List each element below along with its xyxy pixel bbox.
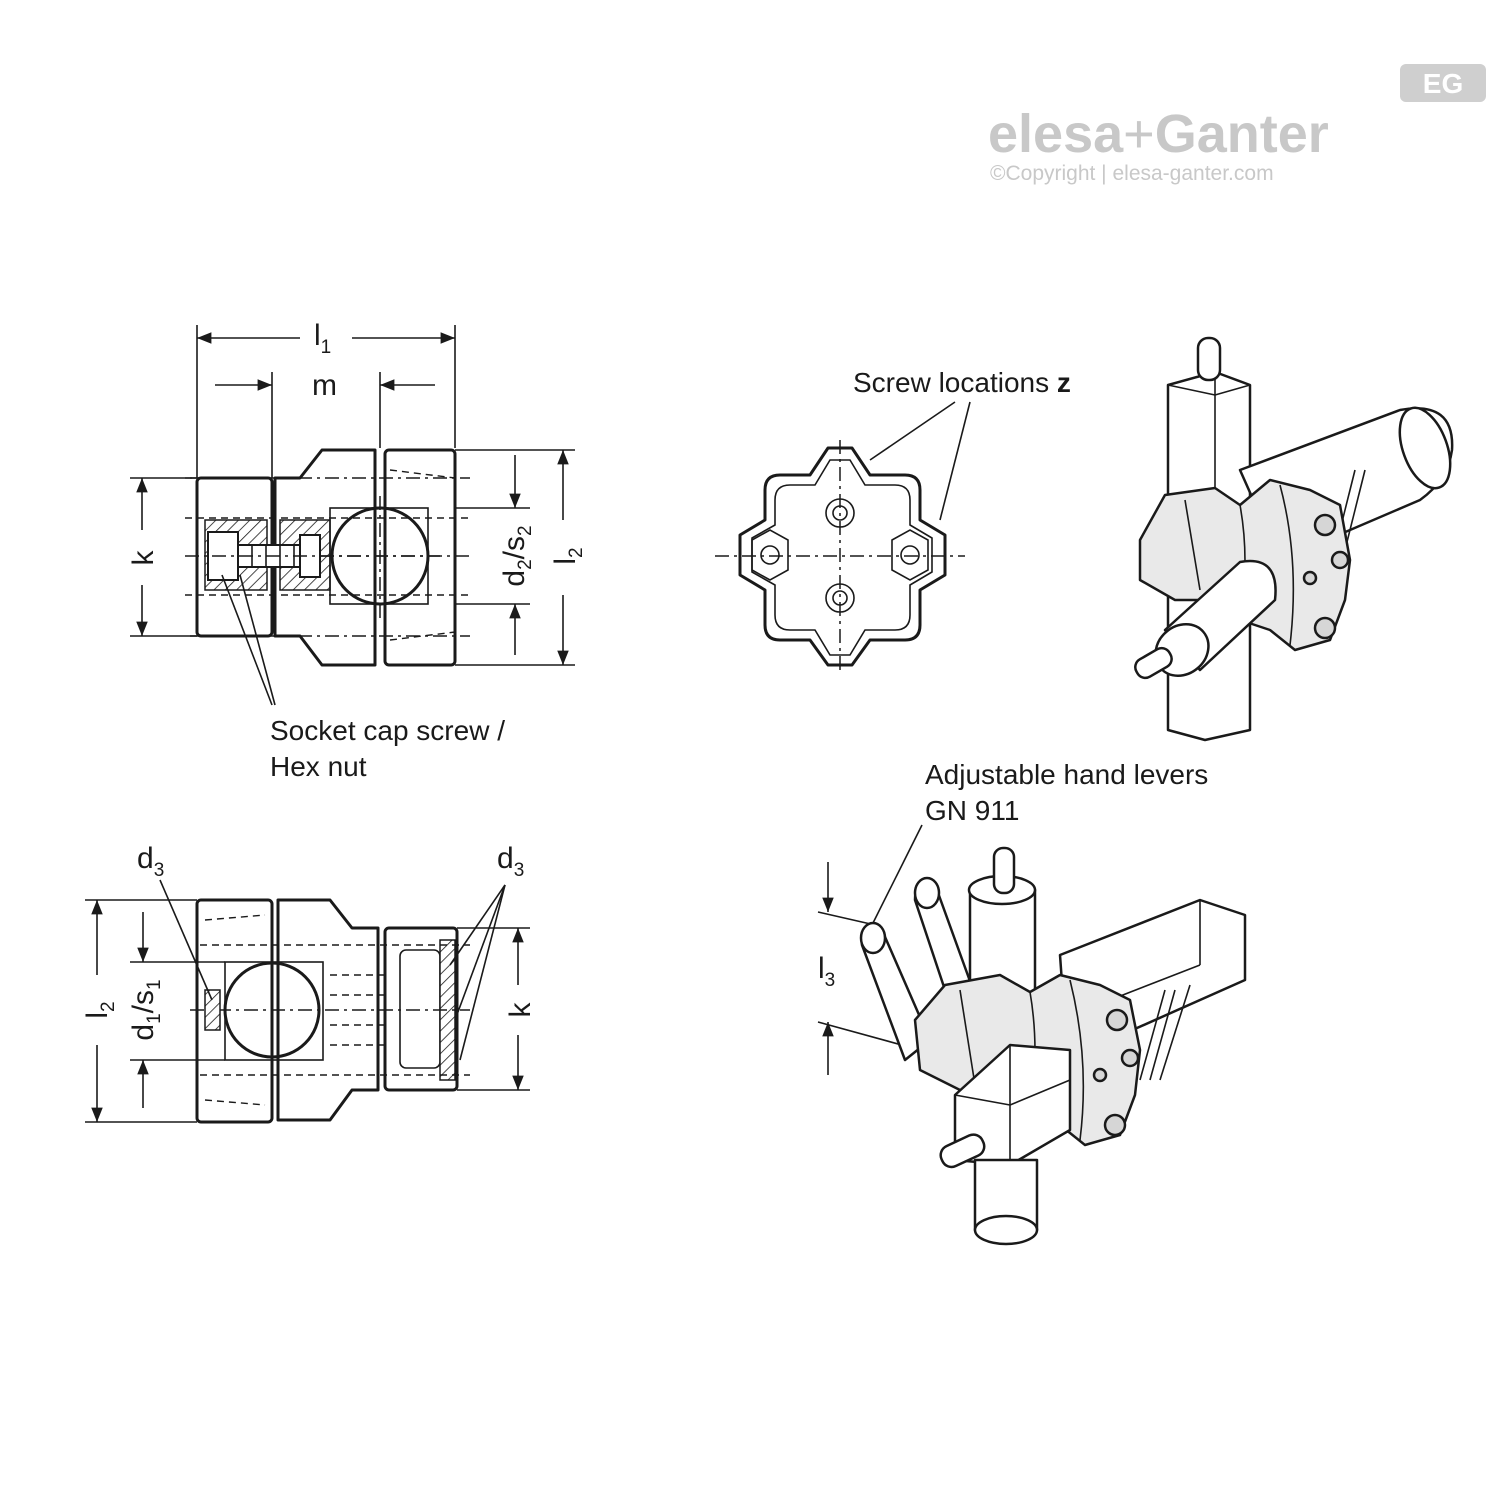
top-left-section-view [130, 325, 575, 706]
dim-l2-top: l2 [549, 547, 587, 564]
dim-k-bottom: k [504, 1002, 537, 1018]
dim-l2-bottom: l2 [81, 1001, 119, 1018]
bottom-left-section-view [85, 879, 530, 1124]
dim-d3-right: d3 [497, 842, 524, 881]
label-socket-cap-screw: Socket cap screw / [270, 715, 505, 746]
elesa-ganter-logo: EG elesa+Ganter ©Copyright | elesa-gante… [988, 64, 1486, 185]
dim-l1: l1 [314, 319, 331, 358]
dim-d1-s1: d1/s1 [127, 979, 165, 1040]
copyright-text: ©Copyright | elesa-ganter.com [990, 162, 1274, 185]
dim-d2-s2: d2/s2 [498, 525, 536, 586]
eg-badge: EG [1400, 64, 1486, 102]
brand-name: elesa+Ganter [988, 104, 1329, 164]
label-adjustable-hand-levers: Adjustable hand levers [925, 759, 1208, 790]
isometric-view-top [1134, 336, 1454, 742]
front-view-screw-locations [715, 401, 971, 675]
dim-m: m [312, 369, 337, 402]
isometric-view-bottom [817, 824, 1247, 1246]
dim-k-top: k [127, 550, 160, 566]
dim-l3: l3 [818, 952, 835, 991]
label-gn-911: GN 911 [925, 795, 1019, 826]
label-hex-nut: Hex nut [270, 751, 367, 782]
dim-d3-left: d3 [137, 842, 164, 881]
label-screw-locations: Screw locations z [853, 367, 1071, 398]
svg-text:EG: EG [1423, 68, 1463, 99]
